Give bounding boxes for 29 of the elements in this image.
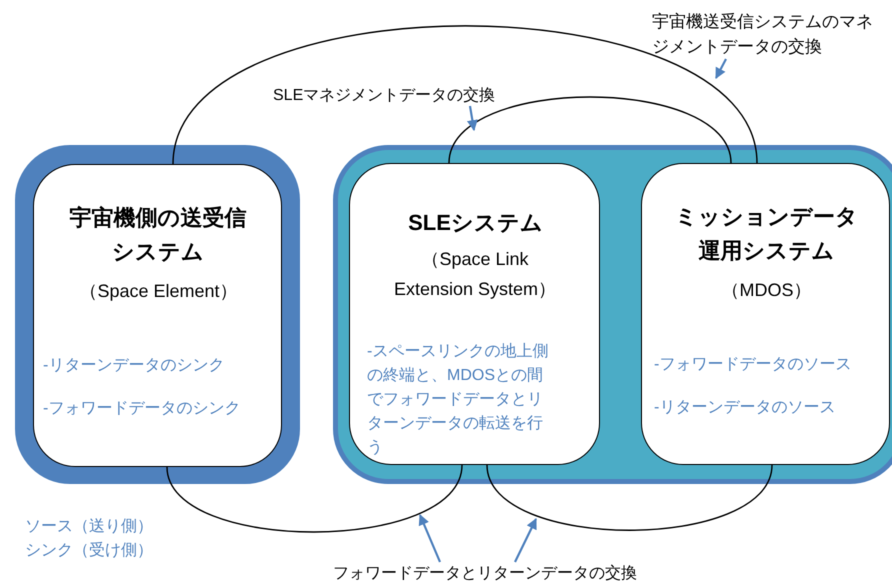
box-title: SLEシステム xyxy=(407,209,544,237)
leader-arrow xyxy=(514,518,537,562)
box-title: 宇宙機側の送受信システム xyxy=(68,204,248,266)
legend-note: ソース（送り側） xyxy=(25,517,153,537)
connector-arc xyxy=(448,96,732,164)
box-subtitle: （Space Element） xyxy=(78,280,239,303)
system-frame xyxy=(15,145,300,484)
connector-arc xyxy=(172,25,758,164)
leader-arrow xyxy=(466,106,478,132)
leader-arrow xyxy=(418,514,442,562)
system-box xyxy=(641,163,890,465)
legend-note: シンク（受け側） xyxy=(25,540,153,561)
annotation-text: 宇宙機送受信システムのマネジメントデータの交換 xyxy=(652,11,874,58)
description-text: -フォワードデータのソース xyxy=(654,355,852,375)
description-text: -リターンデータのソース xyxy=(654,398,836,418)
description-text: -スペースリンクの地上側の終端と、MDOSとの間でフォワードデータとリターンデータの転送を行う xyxy=(367,342,550,458)
leader-arrow xyxy=(715,58,727,79)
connector-arc xyxy=(486,464,773,531)
description-text: -リターンデータのシンク xyxy=(43,356,226,376)
description-text: -フォワードデータのシンク xyxy=(43,399,242,419)
annotation-text: SLEマネジメントデータの交換 xyxy=(273,86,496,106)
system-box xyxy=(349,163,600,465)
annotation-text: フォワードデータとリターンデータの交換 xyxy=(332,564,638,584)
box-subtitle: （Space Link Extension System） xyxy=(392,248,558,301)
box-title: ミッションデータ運用システム xyxy=(674,203,859,265)
system-box xyxy=(33,164,282,467)
box-subtitle: （MDOS） xyxy=(720,279,812,302)
connector-arc xyxy=(166,464,463,533)
system-frame xyxy=(333,145,892,484)
